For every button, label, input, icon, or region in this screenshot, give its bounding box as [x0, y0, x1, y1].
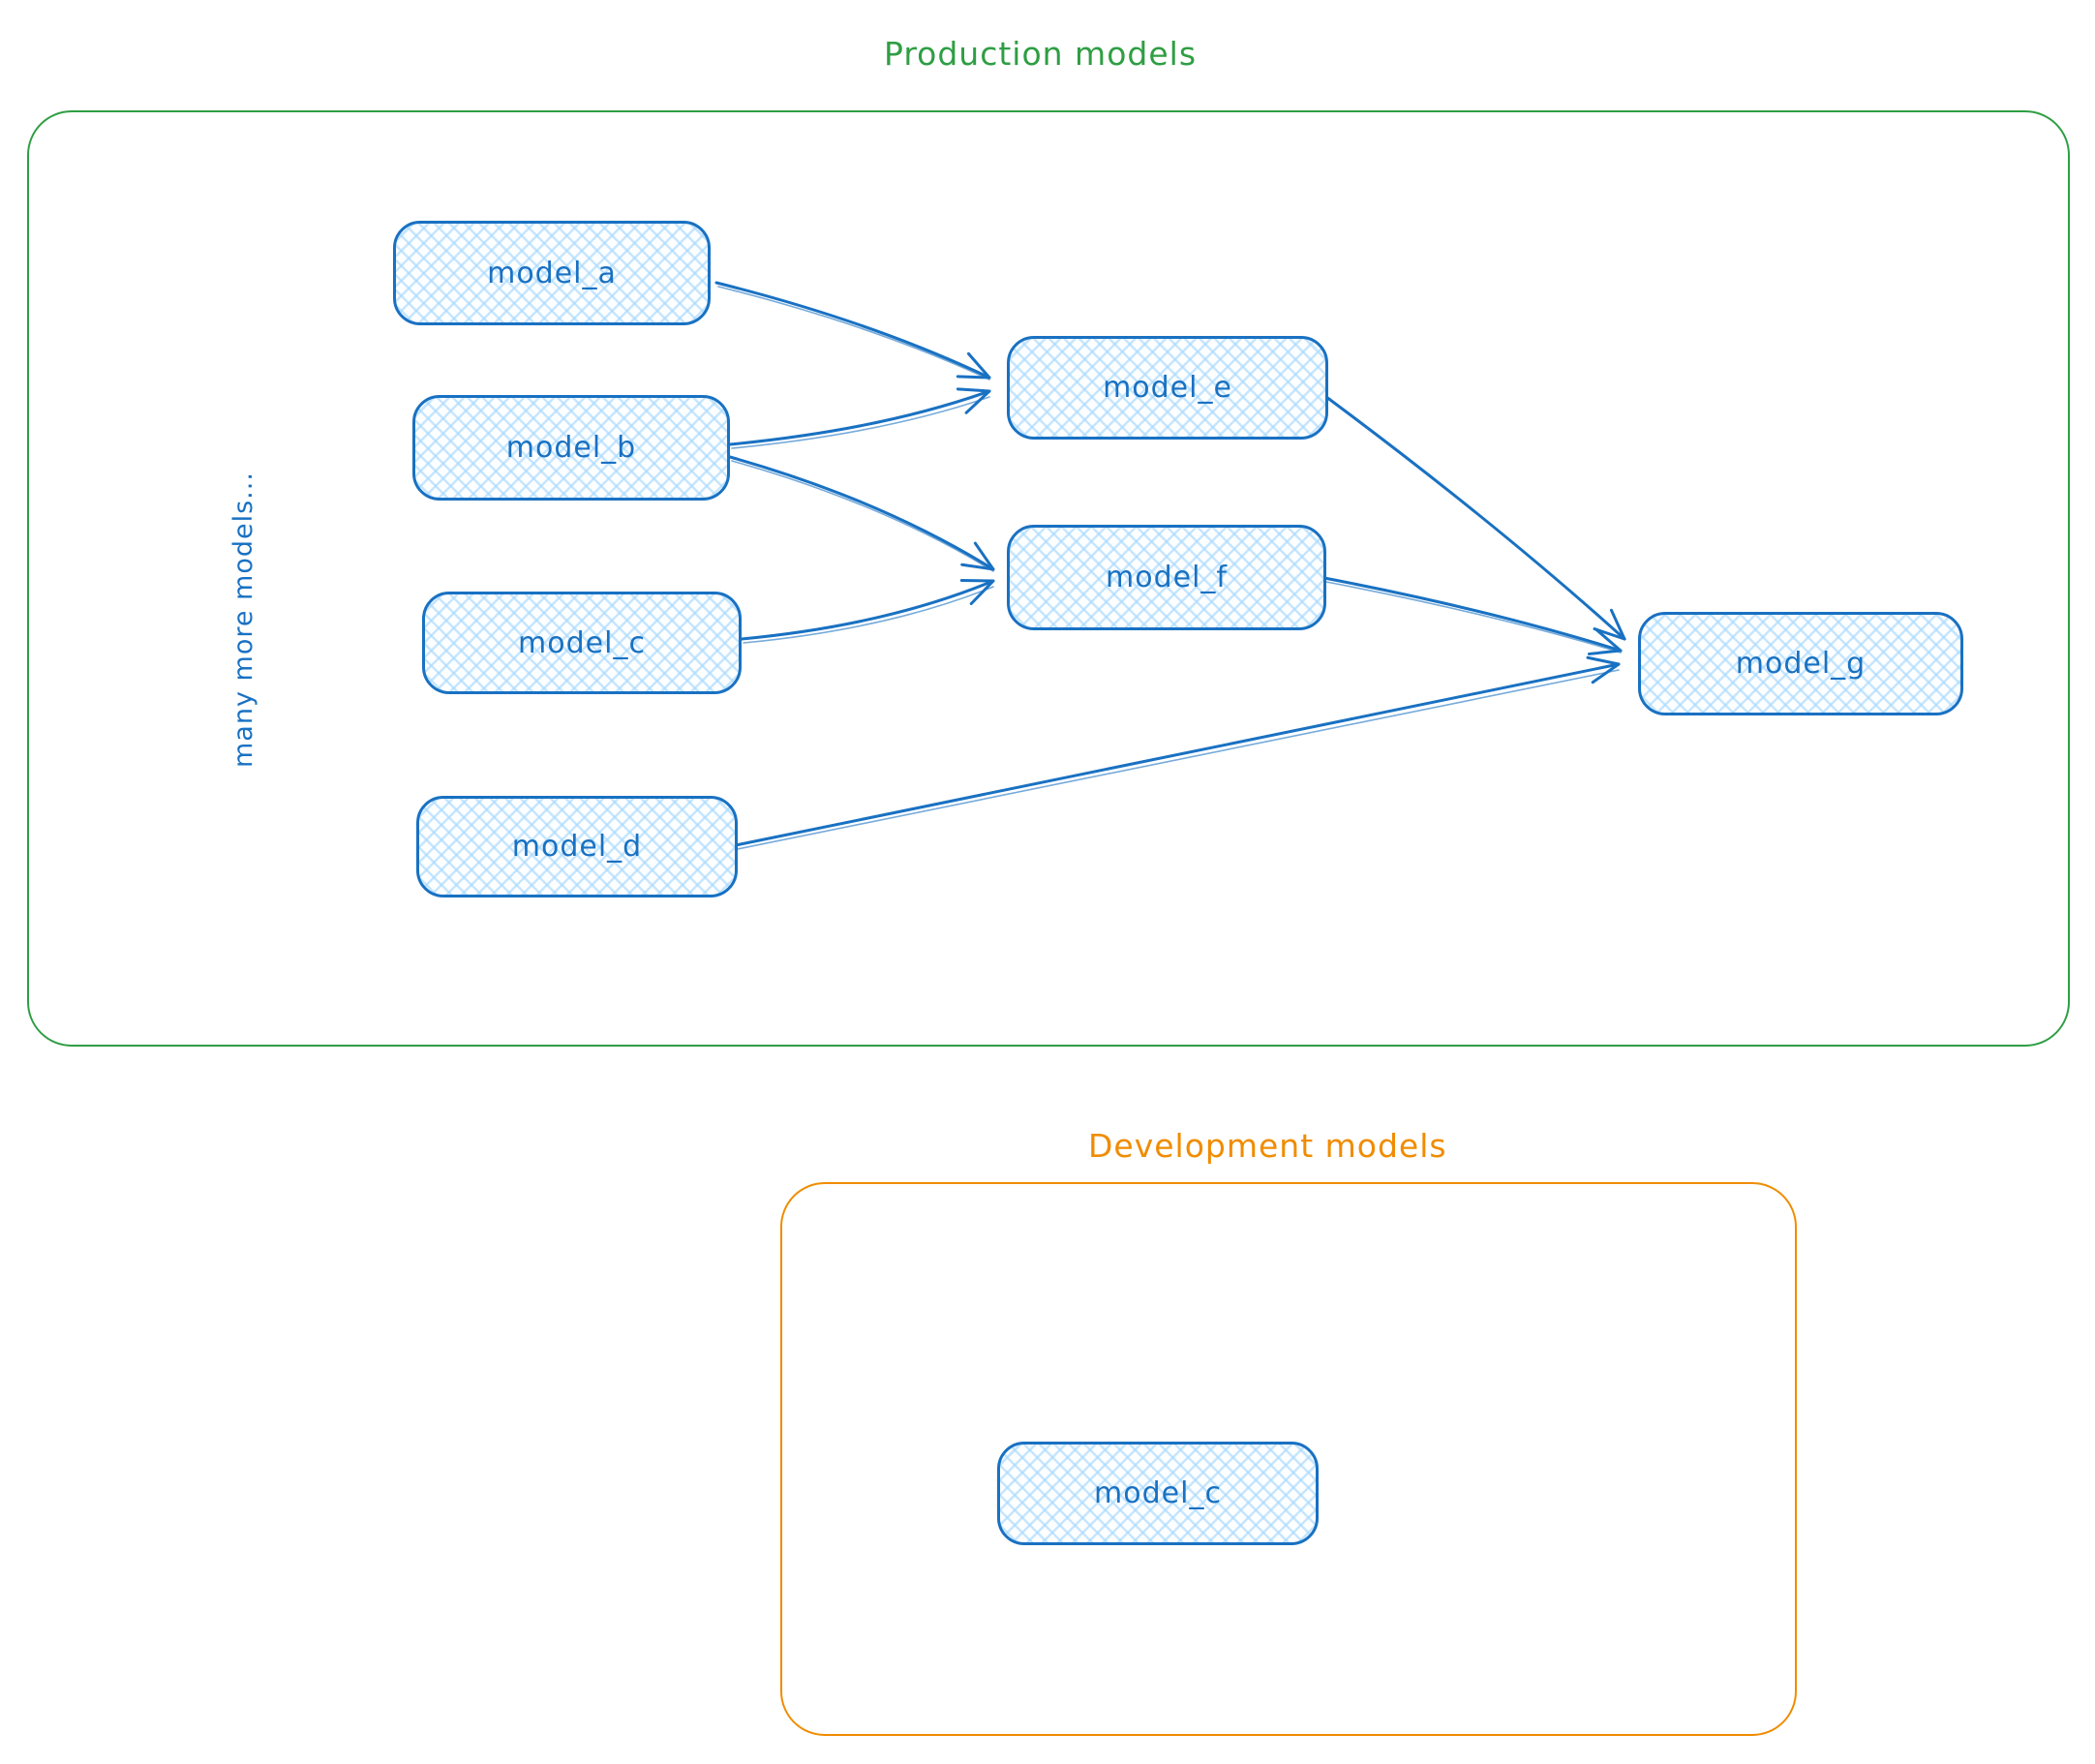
development-container — [780, 1182, 1797, 1736]
node-model_b: model_b — [412, 395, 730, 501]
node-model_c-development-label: model_c — [1094, 1476, 1222, 1510]
node-model_a-label: model_a — [487, 256, 617, 290]
node-model_f: model_f — [1007, 525, 1326, 630]
many-more-models-note: many more models... — [228, 471, 258, 768]
node-model_f-label: model_f — [1106, 561, 1228, 594]
node-model_a: model_a — [393, 221, 711, 325]
node-model_d-label: model_d — [511, 830, 643, 864]
node-model_e: model_e — [1007, 336, 1328, 440]
production-group-title: Production models — [884, 35, 1198, 73]
node-model_c-label: model_c — [518, 625, 646, 660]
node-model_b-label: model_b — [505, 431, 637, 465]
node-model_c-development: model_c — [997, 1442, 1319, 1545]
node-model_e-label: model_e — [1103, 371, 1232, 405]
node-model_g: model_g — [1638, 612, 1963, 715]
node-model_d: model_d — [416, 796, 738, 897]
node-model_g-label: model_g — [1735, 647, 1867, 681]
production-container — [27, 110, 2070, 1047]
node-model_c: model_c — [422, 592, 742, 694]
development-group-title: Development models — [1088, 1127, 1447, 1165]
